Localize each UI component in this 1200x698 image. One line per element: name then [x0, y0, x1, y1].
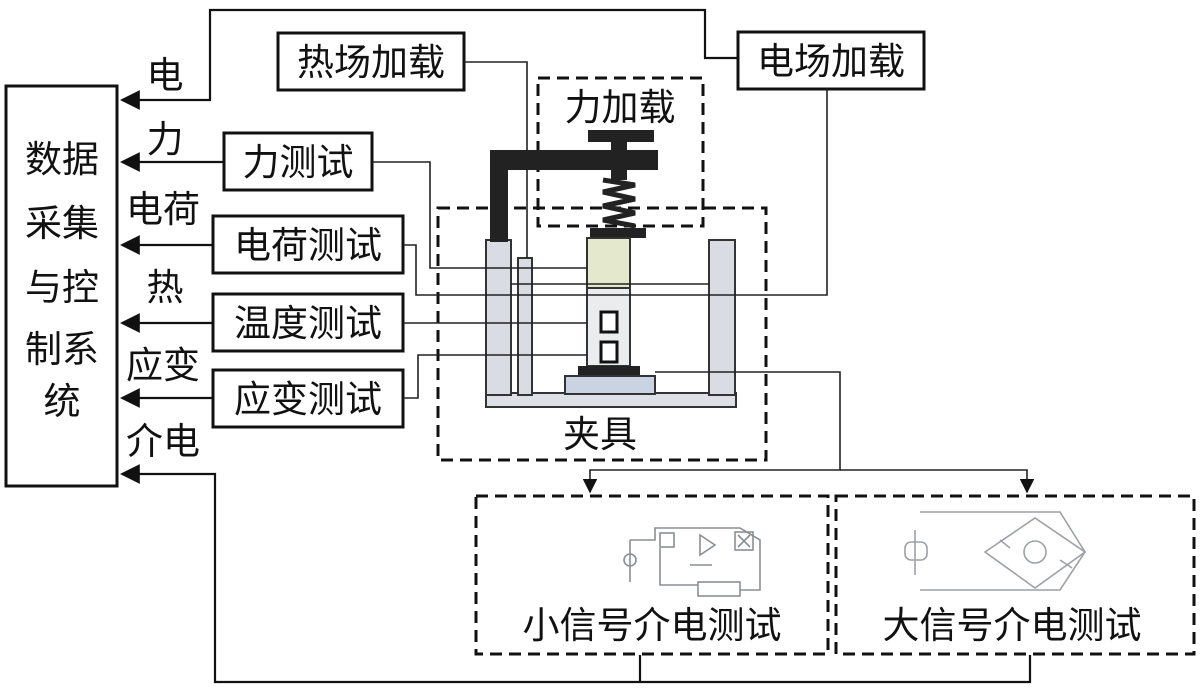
large-signal-circuit-icon — [904, 511, 1087, 591]
strain-test-box: 应变测试 — [211, 368, 405, 429]
data-acquisition-control-system: 数据 采集 与控 制系 统 — [4, 84, 119, 488]
temperature-test-box: 温度测试 — [211, 292, 405, 353]
strain-test-label: 应变测试 — [234, 378, 382, 421]
large-signal-dielectric-test: 大信号介电测试 — [834, 494, 1196, 656]
signal-charge-label: 电荷 — [126, 188, 200, 231]
fixture-region: 夹具 — [436, 206, 768, 462]
sample-window-1 — [599, 310, 619, 334]
sample-window-2 — [599, 340, 619, 364]
system-label-line-2: 采集 — [25, 202, 99, 245]
loading-handle — [588, 130, 654, 142]
signal-dielectric-label: 介电 — [126, 420, 200, 463]
small-signal-dielectric-test: 小信号介电测试 — [474, 494, 830, 656]
force-test-box: 力测试 — [222, 131, 374, 192]
loading-screw — [611, 142, 627, 180]
right-pillar — [708, 239, 736, 396]
sample-base-block — [564, 375, 656, 395]
thermal-field-loading-box: 热场加载 — [276, 31, 466, 92]
signal-electric-label: 电 — [147, 54, 184, 97]
system-label-line-4: 制系 — [25, 328, 99, 371]
frame-horizontal — [490, 150, 658, 170]
signal-arrows — [120, 8, 1032, 684]
force-test-label: 力测试 — [243, 141, 354, 184]
small-signal-circuit-icon — [623, 527, 761, 597]
spring-plate — [590, 228, 646, 238]
thermal-rod — [517, 257, 533, 396]
signal-heat-label: 热 — [147, 266, 184, 309]
frame-vertical — [490, 150, 508, 242]
system-label-line-1: 数据 — [25, 138, 99, 181]
force-loading-label: 力加载 — [565, 86, 676, 129]
thermal-field-loading-label: 热场加载 — [297, 41, 445, 84]
sample-upper — [586, 237, 631, 289]
charge-test-box: 电荷测试 — [211, 214, 405, 275]
loading-spring — [602, 177, 636, 229]
signal-strain-label: 应变 — [126, 344, 200, 387]
temperature-test-label: 温度测试 — [234, 302, 382, 345]
small-signal-dielectric-test-label: 小信号介电测试 — [523, 604, 782, 647]
fixture-label: 夹具 — [563, 413, 637, 456]
charge-test-label: 电荷测试 — [234, 224, 382, 267]
system-label-line-5: 统 — [44, 380, 81, 423]
electric-field-loading-box: 电场加载 — [736, 30, 926, 91]
signal-force-label: 力 — [147, 118, 184, 161]
large-signal-dielectric-test-label: 大信号介电测试 — [883, 604, 1142, 647]
sample-bottom-plate — [578, 366, 640, 376]
fixture-apparatus — [485, 130, 737, 408]
connection-wires — [372, 61, 1035, 494]
system-label-line-3: 与控 — [25, 266, 99, 309]
electric-field-loading-label: 电场加载 — [757, 40, 905, 83]
left-pillar — [485, 239, 512, 396]
